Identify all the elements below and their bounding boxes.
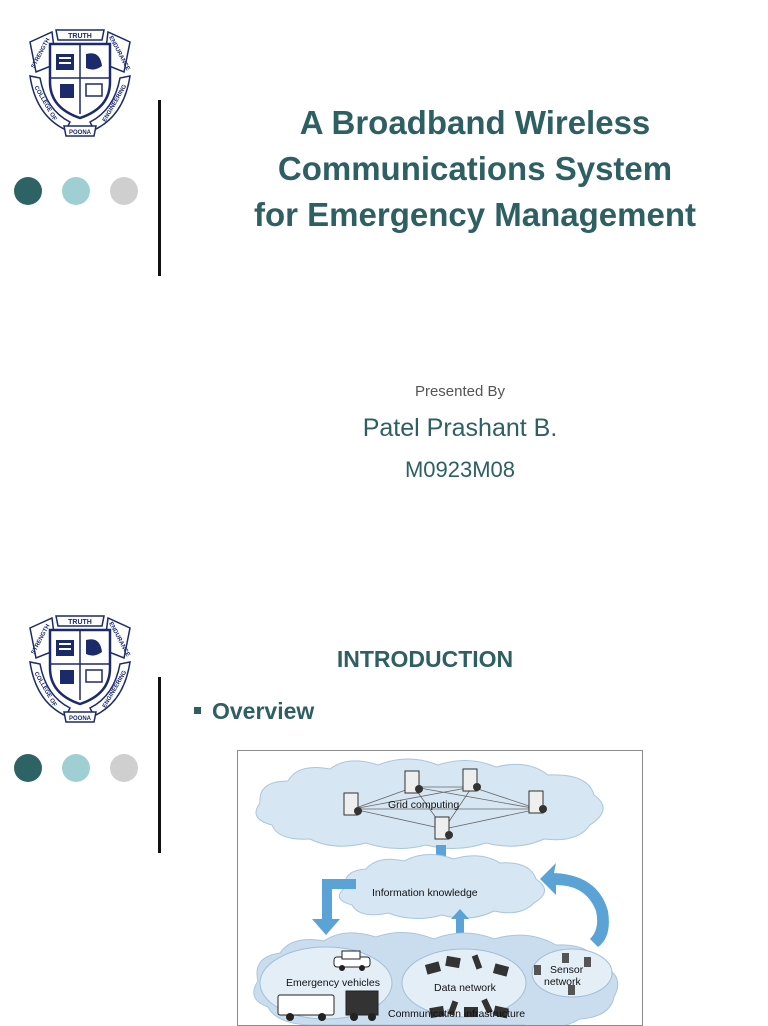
presenter-id: M0923M08 [404,457,516,482]
police-car-icon [333,950,371,971]
overview-diagram: Grid computing Information knowledge Eme… [237,750,643,1026]
server-icon [462,768,481,792]
sensor-icon [584,957,591,967]
laptop-icon [492,963,510,977]
title-line-1: A Broadband Wireless [299,104,651,141]
title-line-2: Communications System [277,150,673,187]
logo-motto-top: TRUTH [68,33,92,40]
college-logo: TRUTH STRENGTH ENDURANCE COLLEGE OF ENGI… [16,14,144,142]
vertical-divider [158,100,161,276]
decor-dot-light [110,754,138,782]
ambulance-icon [277,994,335,1021]
truck-icon [345,990,379,1021]
grid-computing-label: Grid computing [388,799,459,811]
server-icon [434,816,453,840]
decor-dot-mid [62,177,90,205]
device-icons [424,954,510,1019]
communication-infrastructure-label: Communication infrastructure [388,1008,525,1020]
server-icon [404,770,423,794]
sensor-network-cloud [531,948,613,998]
information-knowledge-label: Information knowledge [372,887,478,899]
information-knowledge-cloud [338,854,545,919]
phone-icon [481,998,493,1014]
emergency-vehicles-label: Emergency vehicles [286,977,380,989]
grid-computing-cloud [255,758,604,849]
logo-motto-top: TRUTH [68,619,92,626]
logo-band-bottom: POONA [69,716,92,722]
decor-dot-mid [62,754,90,782]
decor-dot-light [110,177,138,205]
sensor-network-label-line1: Sensor [550,964,584,976]
data-network-label: Data network [434,982,497,994]
phone-icon [447,1000,459,1016]
sensor-icon [534,965,541,975]
bullet-text: Overview [212,698,315,724]
sensor-icons [534,953,591,995]
vertical-divider [158,677,161,853]
college-logo: TRUTH STRENGTH ENDURANCE COLLEGE OF ENGI… [16,600,144,728]
laptop-icon [429,1005,445,1019]
bullet-square-icon [194,707,201,714]
bent-arrow-left-icon [312,879,356,935]
decor-dot-dark [14,177,42,205]
sensor-network-label-line2: network [544,976,582,988]
phone-icon [471,954,483,970]
logo-band-bottom: POONA [69,130,92,136]
laptop-icon [464,1007,478,1017]
presented-by-label: Presented By [414,383,506,400]
sensor-icon [562,953,569,963]
server-icon [528,790,547,814]
title-line-3: for Emergency Management [254,196,696,233]
presenter-name: Patel Prashant B. [362,414,558,442]
sensor-icon [568,985,575,995]
server-icon [343,792,362,816]
decor-dot-dark [14,754,42,782]
laptop-icon [493,1005,509,1019]
laptop-icon [445,955,461,969]
grid-mesh-lines [352,786,539,830]
slide-heading: INTRODUCTION [336,646,514,672]
slide-title: A Broadband Wireless Communications Syst… [190,100,760,238]
introduction-slide: TRUTH STRENGTH ENDURANCE COLLEGE OF ENGI… [0,580,768,1026]
curved-arrow-right-icon [540,863,609,947]
title-slide: TRUTH STRENGTH ENDURANCE COLLEGE OF ENGI… [14,14,760,482]
laptop-icon [424,961,442,975]
